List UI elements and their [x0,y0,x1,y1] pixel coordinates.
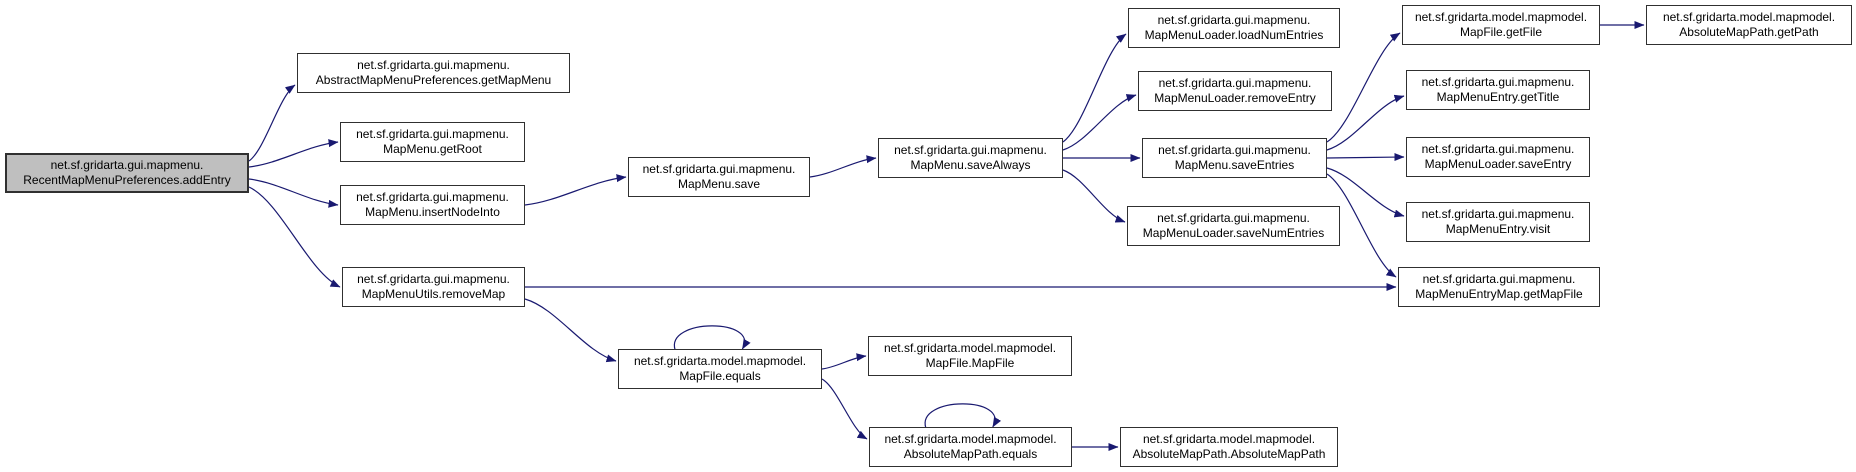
node-visit[interactable]: net.sf.gridarta.gui.mapmenu.MapMenuEntry… [1406,202,1590,242]
node-label-line1: net.sf.gridarta.gui.mapmenu. [1157,211,1310,225]
node-insertNodeInto[interactable]: net.sf.gridarta.gui.mapmenu.MapMenu.inse… [340,185,525,225]
edge-saveAlways-removeEntry [1062,94,1137,151]
node-label-line2: AbsoluteMapPath.AbsoluteMapPath [1132,447,1326,461]
node-getRoot[interactable]: net.sf.gridarta.gui.mapmenu.MapMenu.getR… [340,122,525,162]
node-label-line1: net.sf.gridarta.gui.mapmenu. [642,162,796,176]
node-label-line2: MapMenu.insertNodeInto [365,205,500,219]
node-label-line1: net.sf.gridarta.model.mapmodel. [633,354,807,368]
edge-mapFileEquals-absEquals [821,378,868,440]
node-label-line2: MapMenuLoader.removeEntry [1154,91,1316,105]
edge-removeMap-mapFileEquals [524,298,617,363]
edge-insertNodeInto-save [524,174,627,206]
node-label-line1: net.sf.gridarta.model.mapmodel. [883,341,1057,355]
node-label-line1: net.sf.gridarta.model.mapmodel. [1142,432,1316,446]
node-saveEntries[interactable]: net.sf.gridarta.gui.mapmenu.MapMenu.save… [1142,138,1327,178]
node-addEntry: net.sf.gridarta.gui.mapmenu.RecentMapMen… [5,153,249,193]
node-label-line2: MapMenu.save [677,177,761,191]
node-removeEntry[interactable]: net.sf.gridarta.gui.mapmenu.MapMenuLoade… [1138,71,1332,111]
node-label-line2: MapFile.getFile [1459,25,1543,39]
edge-mapFileEquals-mapFileEquals [673,325,751,351]
edge-addEntry-removeMap [248,186,341,288]
edge-addEntry-getRoot [248,139,339,168]
node-label-line1: net.sf.gridarta.gui.mapmenu. [50,158,204,172]
node-saveEntry[interactable]: net.sf.gridarta.gui.mapmenu.MapMenuLoade… [1406,137,1590,177]
edge-saveEntries-visit [1326,167,1405,218]
edge-mapFileEquals-mapFileCtor [821,353,867,370]
node-label-line2: MapMenu.saveAlways [910,158,1031,172]
node-label-line1: net.sf.gridarta.gui.mapmenu. [357,272,510,286]
node-label-line2: MapMenuUtils.removeMap [361,287,506,301]
node-label-line1: net.sf.gridarta.gui.mapmenu. [894,143,1047,157]
node-saveAlways[interactable]: net.sf.gridarta.gui.mapmenu.MapMenu.save… [878,138,1063,178]
node-absEquals[interactable]: net.sf.gridarta.model.mapmodel.AbsoluteM… [869,427,1072,467]
node-save[interactable]: net.sf.gridarta.gui.mapmenu.MapMenu.save [628,157,810,197]
node-absCtor[interactable]: net.sf.gridarta.model.mapmodel.AbsoluteM… [1120,427,1338,467]
node-getTitle[interactable]: net.sf.gridarta.gui.mapmenu.MapMenuEntry… [1406,70,1590,110]
edge-saveEntries-getTitle [1326,94,1405,151]
node-label-line2: MapMenuLoader.loadNumEntries [1144,28,1324,42]
node-label-line1: net.sf.gridarta.gui.mapmenu. [357,58,510,72]
node-mapFileEquals[interactable]: net.sf.gridarta.model.mapmodel.MapFile.e… [618,349,822,389]
edge-saveEntries-saveEntry [1326,153,1405,162]
edge-saveAlways-loadNumEntries [1062,33,1127,143]
edge-addEntry-insertNodeInto [248,178,339,208]
node-label-line2: MapMenu.getRoot [383,142,482,156]
node-label-line1: net.sf.gridarta.gui.mapmenu. [1421,207,1575,221]
node-label-line1: net.sf.gridarta.gui.mapmenu. [1158,76,1312,90]
node-label-line2: AbsoluteMapPath.equals [903,447,1038,461]
node-label-line2: MapMenuEntry.visit [1445,222,1551,236]
node-label-line1: net.sf.gridarta.gui.mapmenu. [356,127,509,141]
node-label-line1: net.sf.gridarta.gui.mapmenu. [1421,75,1575,89]
node-label-line1: net.sf.gridarta.gui.mapmenu. [1157,13,1311,27]
node-label-line2: RecentMapMenuPreferences.addEntry [23,173,231,187]
node-mapFileCtor[interactable]: net.sf.gridarta.model.mapmodel.MapFile.M… [868,336,1072,376]
node-label-line2: MapMenuLoader.saveNumEntries [1142,226,1325,240]
node-getMapMenu[interactable]: net.sf.gridarta.gui.mapmenu.AbstractMapM… [297,53,570,93]
node-getFile[interactable]: net.sf.gridarta.model.mapmodel.MapFile.g… [1402,5,1600,45]
edge-save-saveAlways [809,155,877,178]
node-label-line2: MapMenuLoader.saveEntry [1424,157,1572,171]
edge-saveEntries-getFile [1326,32,1401,143]
edge-addEntry-getMapMenu [248,84,296,162]
node-label-line1: net.sf.gridarta.gui.mapmenu. [1158,143,1311,157]
node-label-line2: MapMenuEntryMap.getMapFile [1415,287,1583,301]
node-label-line1: net.sf.gridarta.gui.mapmenu. [1421,142,1575,156]
node-label-line1: net.sf.gridarta.gui.mapmenu. [1422,272,1576,286]
edge-saveAlways-saveNumEntries [1062,169,1126,223]
node-label-line2: AbsoluteMapPath.getPath [1679,25,1819,39]
edge-saveEntries-getMapFile [1326,173,1397,278]
node-label-line1: net.sf.gridarta.model.mapmodel. [884,432,1057,446]
node-removeMap[interactable]: net.sf.gridarta.gui.mapmenu.MapMenuUtils… [342,267,525,307]
node-saveNumEntries[interactable]: net.sf.gridarta.gui.mapmenu.MapMenuLoade… [1127,206,1340,246]
node-getMapFile[interactable]: net.sf.gridarta.gui.mapmenu.MapMenuEntry… [1398,267,1600,307]
node-loadNumEntries[interactable]: net.sf.gridarta.gui.mapmenu.MapMenuLoade… [1128,8,1340,48]
node-label-line2: AbstractMapMenuPreferences.getMapMenu [315,73,552,87]
node-label-line1: net.sf.gridarta.model.mapmodel. [1414,10,1588,24]
node-label-line1: net.sf.gridarta.model.mapmodel. [1662,10,1836,24]
node-label-line2: MapMenuEntry.getTitle [1436,90,1560,104]
node-label-line2: MapMenu.saveEntries [1174,158,1295,172]
node-label-line1: net.sf.gridarta.gui.mapmenu. [356,190,509,204]
edge-absEquals-absEquals [924,403,1002,429]
node-label-line2: MapFile.equals [679,369,761,383]
node-label-line2: MapFile.MapFile [925,356,1015,370]
node-getPath[interactable]: net.sf.gridarta.model.mapmodel.AbsoluteM… [1646,5,1852,45]
